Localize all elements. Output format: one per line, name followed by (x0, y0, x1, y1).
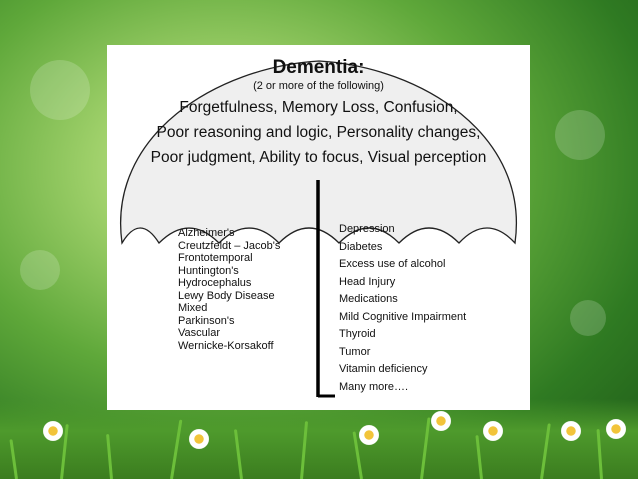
bokeh-light (20, 250, 60, 290)
umbrella-canopy (120, 60, 518, 245)
grass-strip (0, 399, 638, 479)
list-item: Head Injury (339, 275, 396, 288)
daisy-flower (430, 410, 452, 432)
grass-blade (170, 419, 183, 479)
symptom-line: Poor judgment, Ability to focus, Visual … (150, 149, 487, 166)
list-item: Mild Cognitive Impairment (339, 310, 467, 323)
list-item: Parkinson's (178, 314, 235, 327)
diagram-title: Dementia: (272, 57, 365, 78)
symptom-line: Poor reasoning and logic, Personality ch… (156, 124, 481, 141)
list-item: Many more…. (339, 380, 409, 393)
umbrella-graphic (120, 60, 518, 398)
list-item: Creutzfeldt – Jacob's (178, 239, 281, 252)
diagram-subtitle: (2 or more of the following) (253, 80, 384, 92)
list-item: Vascular (178, 327, 220, 339)
daisy-flower (605, 418, 627, 440)
grass-blade (475, 435, 483, 479)
grass-blade (300, 421, 309, 479)
other-causes-list: Depression Diabetes Excess use of alcoho… (339, 221, 466, 396)
grass-blade (596, 429, 603, 479)
list-item: Wernicke-Korsakoff (178, 339, 274, 352)
daisy-flower (358, 424, 380, 446)
list-item: Thyroid (339, 328, 376, 340)
grass-blade (9, 439, 18, 479)
list-item: Medications (339, 293, 398, 305)
list-item: Lewy Body Disease (178, 289, 275, 302)
daisy-flower (42, 420, 64, 442)
list-item: Depression (339, 223, 395, 235)
list-item: Alzheimer's (178, 227, 235, 239)
list-item: Vitamin deficiency (339, 363, 428, 375)
symptom-line: Forgetfulness, Memory Loss, Confusion, (179, 99, 458, 116)
bokeh-light (555, 110, 605, 160)
list-item: Mixed (178, 302, 208, 314)
daisy-flower (560, 420, 582, 442)
list-item: Diabetes (339, 240, 383, 253)
grass-blade (233, 429, 243, 479)
bokeh-light (30, 60, 90, 120)
daisy-flower (482, 420, 504, 442)
list-item: Huntington's (178, 264, 239, 277)
grass-blade (540, 423, 551, 479)
grass-blade (106, 434, 113, 479)
list-item: Frontotemporal (178, 252, 253, 264)
grass-blade (420, 417, 431, 479)
daisy-flower (188, 428, 210, 450)
list-item: Hydrocephalus (178, 277, 252, 289)
diagram-card: Dementia: (2 or more of the following) F… (107, 45, 530, 410)
bokeh-light (570, 300, 606, 336)
list-item: Excess use of alcohol (339, 258, 446, 270)
list-item: Tumor (339, 345, 371, 358)
primary-causes-list: Alzheimer's Creutzfeldt – Jacob's Fronto… (178, 227, 280, 352)
